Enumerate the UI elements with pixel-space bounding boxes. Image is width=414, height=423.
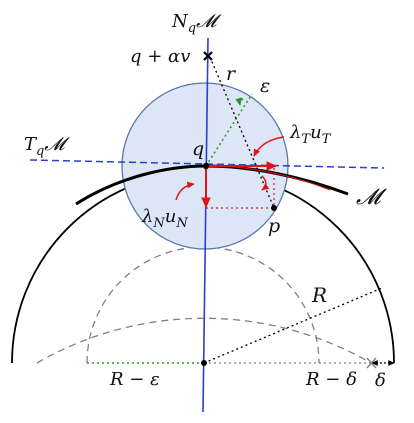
tangent-space-label: Tq𝓜 <box>24 134 70 159</box>
point-q <box>202 162 210 170</box>
manifold-curve-arc-arrow <box>261 175 270 191</box>
manifold-label: 𝓜 <box>356 185 387 210</box>
normal-space-axis <box>202 37 209 413</box>
R-minus-delta-label: R − δ <box>305 369 357 390</box>
point-p-label: p <box>268 215 280 237</box>
R-minus-epsilon-label: R − ε <box>109 369 160 390</box>
point-q-label: q <box>192 138 204 160</box>
q-plus-alpha-v-label: q + αv <box>130 46 190 67</box>
tangent-label-pointer <box>253 136 285 157</box>
normal-update-label: λNuN <box>141 206 188 231</box>
center-point <box>201 360 207 366</box>
delta-label: δ <box>375 370 386 391</box>
epsilon-label: ε <box>260 75 270 97</box>
normal-label-pointer <box>175 181 195 201</box>
delta-cross-mark <box>366 357 377 369</box>
R-radius-line <box>203 287 383 364</box>
r-label: r <box>226 63 237 85</box>
epsilon-radius-line <box>205 93 253 167</box>
dashed-circle-R-minus-epsilon <box>86 246 320 364</box>
R-label: R <box>311 283 327 307</box>
r-distance-line <box>209 56 275 209</box>
epsilon-arrow <box>235 97 244 106</box>
point-p <box>271 205 277 211</box>
tangent-update-label: λTuT <box>289 122 332 147</box>
normal-space-label: Nq𝓜 <box>171 11 222 36</box>
q-plus-alpha-v-cross <box>203 51 213 61</box>
